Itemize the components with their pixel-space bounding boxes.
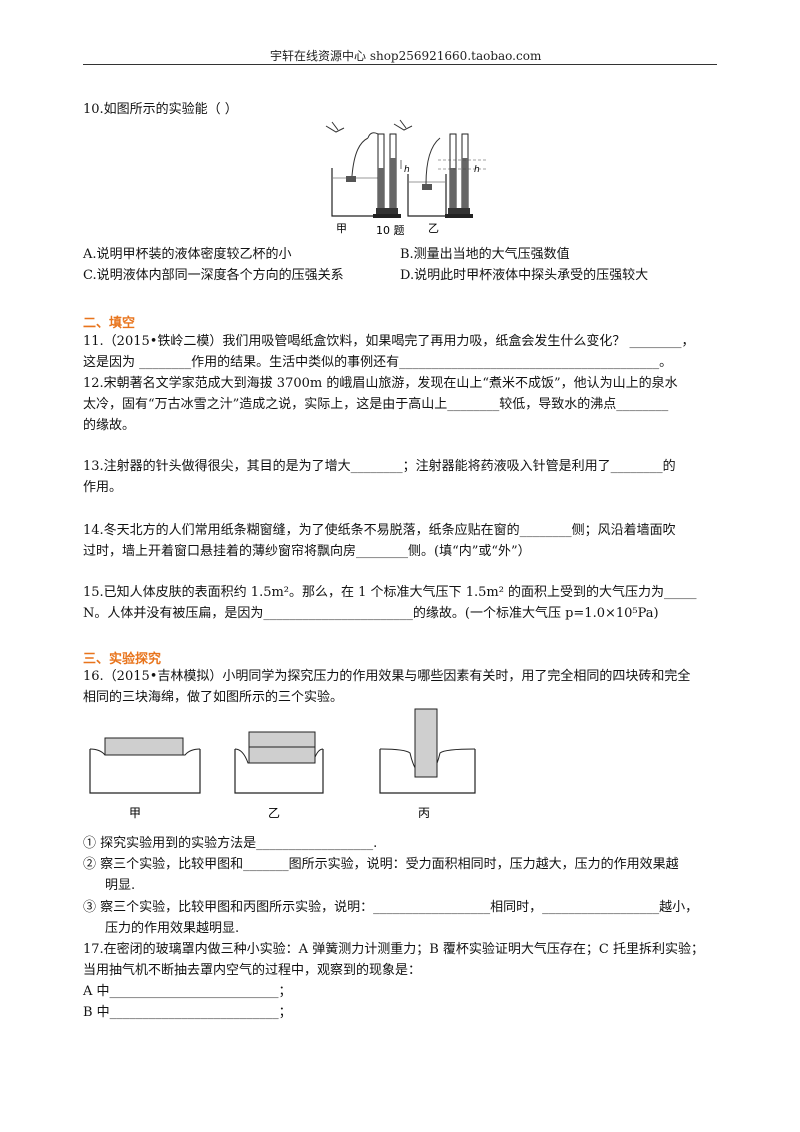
q10-figure: h h 甲 10 题 乙: [325, 119, 488, 237]
header-divider: [83, 64, 717, 65]
fig-caption: 10 题: [376, 224, 405, 237]
q10-option-c: C.说明液体内部同一深度各个方向的压强关系: [83, 268, 344, 283]
h-right-label: h: [474, 165, 480, 175]
q14-line2: 过时，墙上开着窗口悬挂着的薄纱窗帘将飘向房________侧。(填“内”或“外”…: [83, 544, 531, 559]
q16-item1: ① 探究实验用到的实验方法是__________________.: [83, 836, 378, 851]
section-experiment-title: 三、实验探究: [83, 652, 162, 667]
fig16-label-jia: 甲: [129, 806, 141, 820]
fig-label-yi: 乙: [428, 222, 439, 235]
q16-item2-line2: 明显.: [105, 878, 136, 893]
q12-line1: 12.宋朝著名文学家范成大到海拔 3700m 的峨眉山旅游，发现在山上“煮米不成…: [83, 376, 678, 391]
q17-line1: 17.在密闭的玻璃罩内做三种小实验：A 弹簧测力计测重力；B 覆杯实验证明大气压…: [83, 942, 704, 957]
fig16-label-yi: 乙: [268, 806, 280, 820]
q12-line2: 太冷，固有“万古冰雪之汁”造成之说，实际上，这是由于高山上________较低，…: [83, 397, 669, 412]
section-fill-blank-title: 二、填空: [83, 316, 136, 331]
q13-line2: 作用。: [83, 480, 123, 495]
h-left-label: h: [404, 165, 410, 175]
q15-line2: N。人体并没有被压扁，是因为_______________________的缘故…: [83, 606, 659, 621]
fig16-label-bing: 丙: [418, 806, 430, 820]
q10-option-d: D.说明此时甲杯液体中探头承受的压强较大: [400, 268, 649, 283]
q14-line1: 14.冬天北方的人们常用纸条糊窗缝，为了使纸条不易脱落，纸条应贴在窗的_____…: [83, 523, 676, 538]
q11-line2: 这是因为 ________作用的结果。生活中类似的事例还有___________…: [83, 355, 673, 370]
q16-line1: 16.（2015•吉林模拟）小明同学为探究压力的作用效果与哪些因素有关时，用了完…: [83, 669, 691, 684]
q13-line1: 13.注射器的针头做得很尖，其目的是为了增大________；注射器能将药液吸入…: [83, 459, 676, 474]
q16-item3-line1: ③ 察三个实验，比较甲图和丙图所示实验，说明：_________________…: [83, 900, 699, 915]
q16-line2: 相同的三块海绵，做了如图所示的三个实验。: [83, 690, 344, 705]
q16-item3-line2: 压力的作用效果越明显.: [105, 921, 240, 936]
fig-label-jia: 甲: [336, 222, 347, 235]
q11-line1: 11.（2015•铁岭二模）我们用吸管喝纸盒饮料，如果喝完了再用力吸，纸盒会发生…: [83, 334, 695, 349]
q16-figure: 甲 乙 丙: [89, 708, 476, 820]
q17-line2: 当用抽气机不断抽去罩内空气的过程中，观察到的现象是：: [83, 963, 422, 978]
q10-option-b: B.测量出当地的大气压强数值: [400, 247, 570, 262]
q17-line3: A 中__________________________；: [83, 984, 292, 999]
page-header: 宇轩在线资源中心 shop256921660.taobao.com: [270, 49, 542, 63]
q12-line3: 的缘故。: [83, 418, 136, 433]
q16-item2-line1: ② 察三个实验，比较甲图和_______图所示实验，说明：受力面积相同时，压力越…: [83, 857, 679, 872]
q10-option-a: A.说明甲杯装的液体密度较乙杯的小: [83, 247, 292, 262]
q10-stem: 10.如图所示的实验能（ ）: [83, 102, 238, 117]
q17-line4: B 中__________________________；: [83, 1005, 292, 1020]
q15-line1: 15.已知人体皮肤的表面积约 1.5m²。那么，在 1 个标准大气压下 1.5m…: [83, 585, 697, 600]
